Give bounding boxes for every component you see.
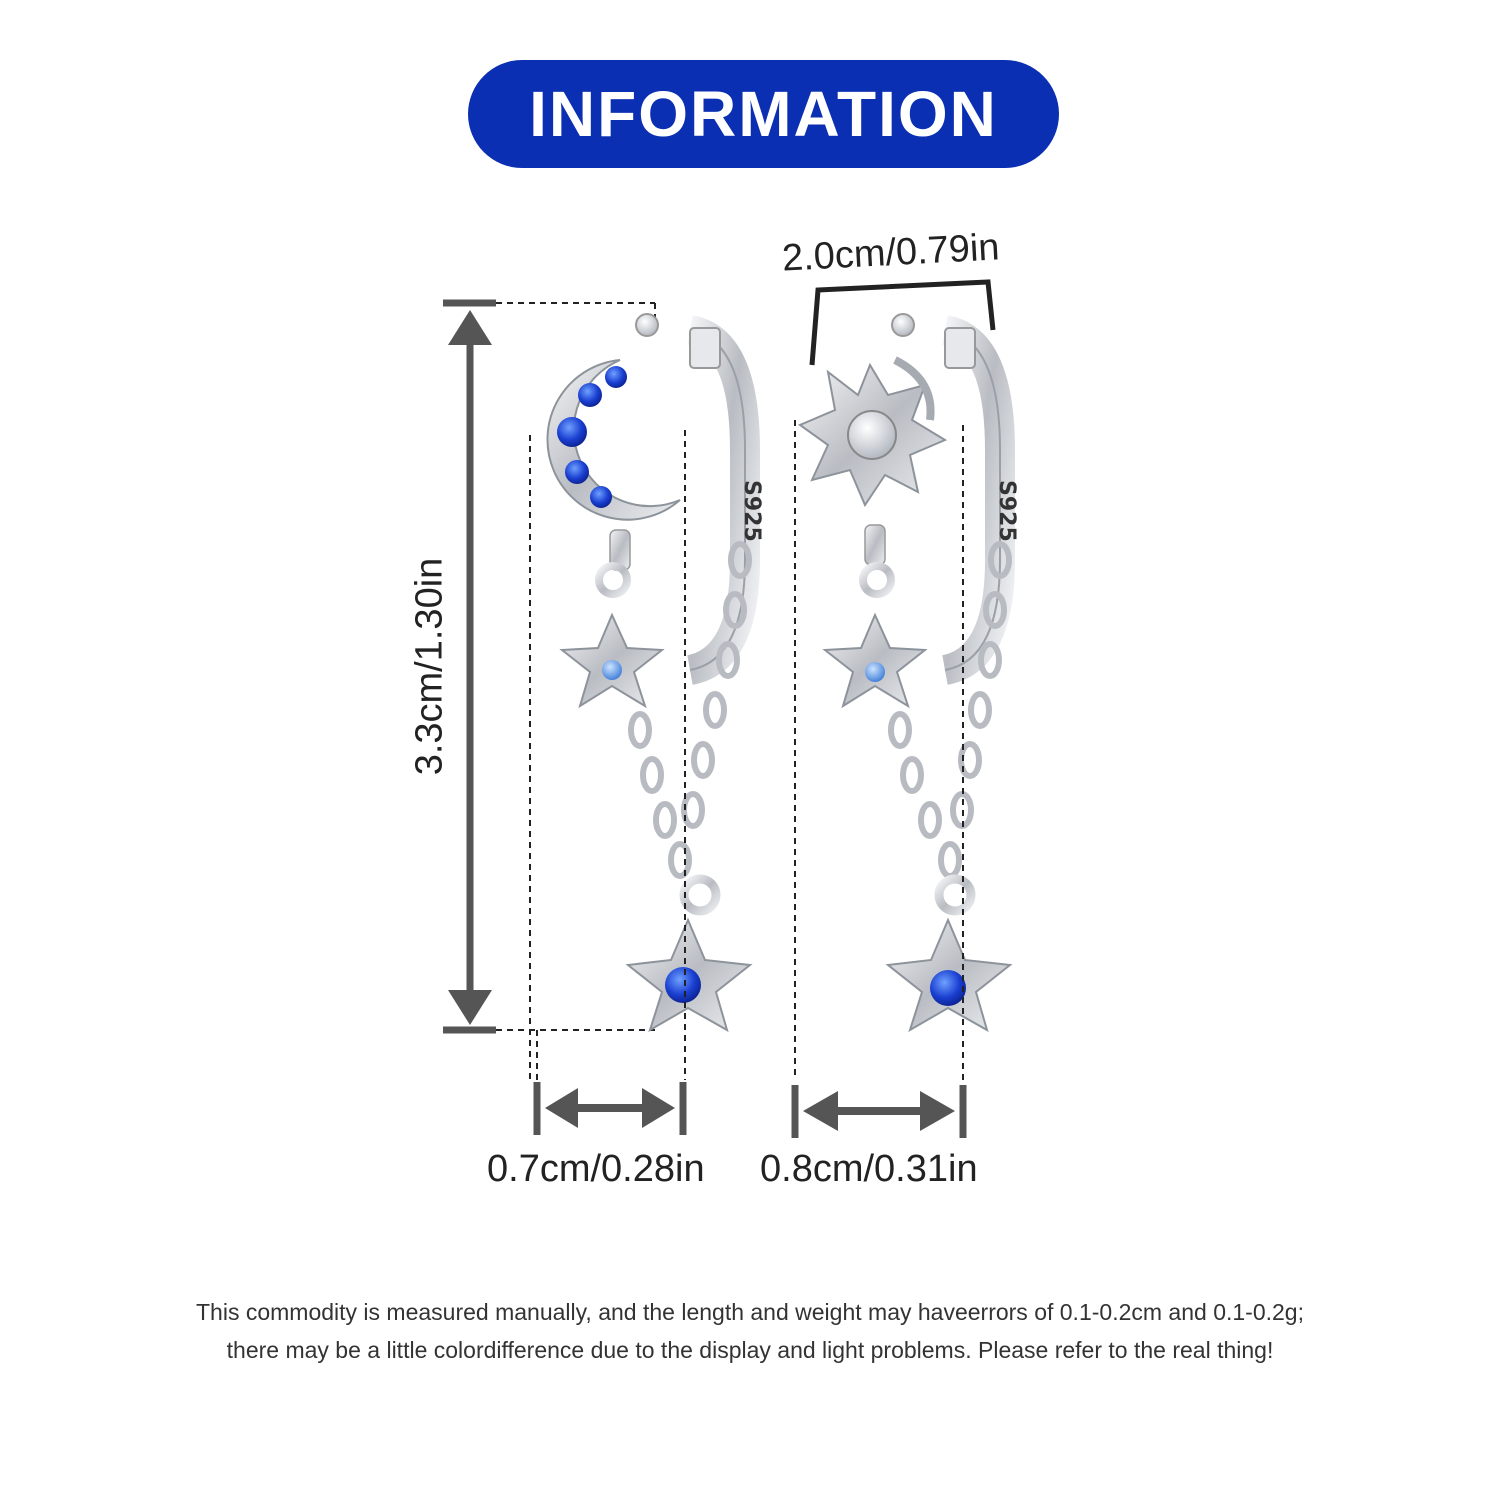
stamp-left: S925: [739, 480, 764, 542]
left-width-value: 0.7cm/0.28in: [487, 1148, 705, 1190]
moon-earring: S925: [546, 313, 764, 1033]
right-width-arrow: [791, 1085, 967, 1138]
moon-icon: [546, 359, 681, 521]
notice-line-1: This commodity is measured manually, and…: [196, 1299, 1304, 1325]
right-width-label: 0.8cm/0.31in: [760, 1148, 978, 1191]
height-label: 3.3cm/1.30in: [409, 467, 452, 867]
measurement-notice: This commodity is measured manually, and…: [60, 1293, 1440, 1369]
banner-title: INFORMATION: [529, 78, 998, 150]
width-guides: [529, 420, 964, 1080]
information-banner: INFORMATION: [468, 60, 1059, 168]
height-value: 3.3cm/1.30in: [408, 557, 451, 776]
left-width-label: 0.7cm/0.28in: [487, 1148, 705, 1191]
notice-line-2: there may be a little colordifference du…: [226, 1337, 1274, 1363]
sun-icon: [797, 356, 948, 508]
stamp-right: S925: [994, 480, 1019, 542]
right-width-value: 0.8cm/0.31in: [760, 1148, 978, 1190]
top-width-bracket: [809, 279, 996, 366]
sun-earring: S925: [797, 313, 1019, 1033]
left-width-arrow: [533, 1082, 687, 1135]
